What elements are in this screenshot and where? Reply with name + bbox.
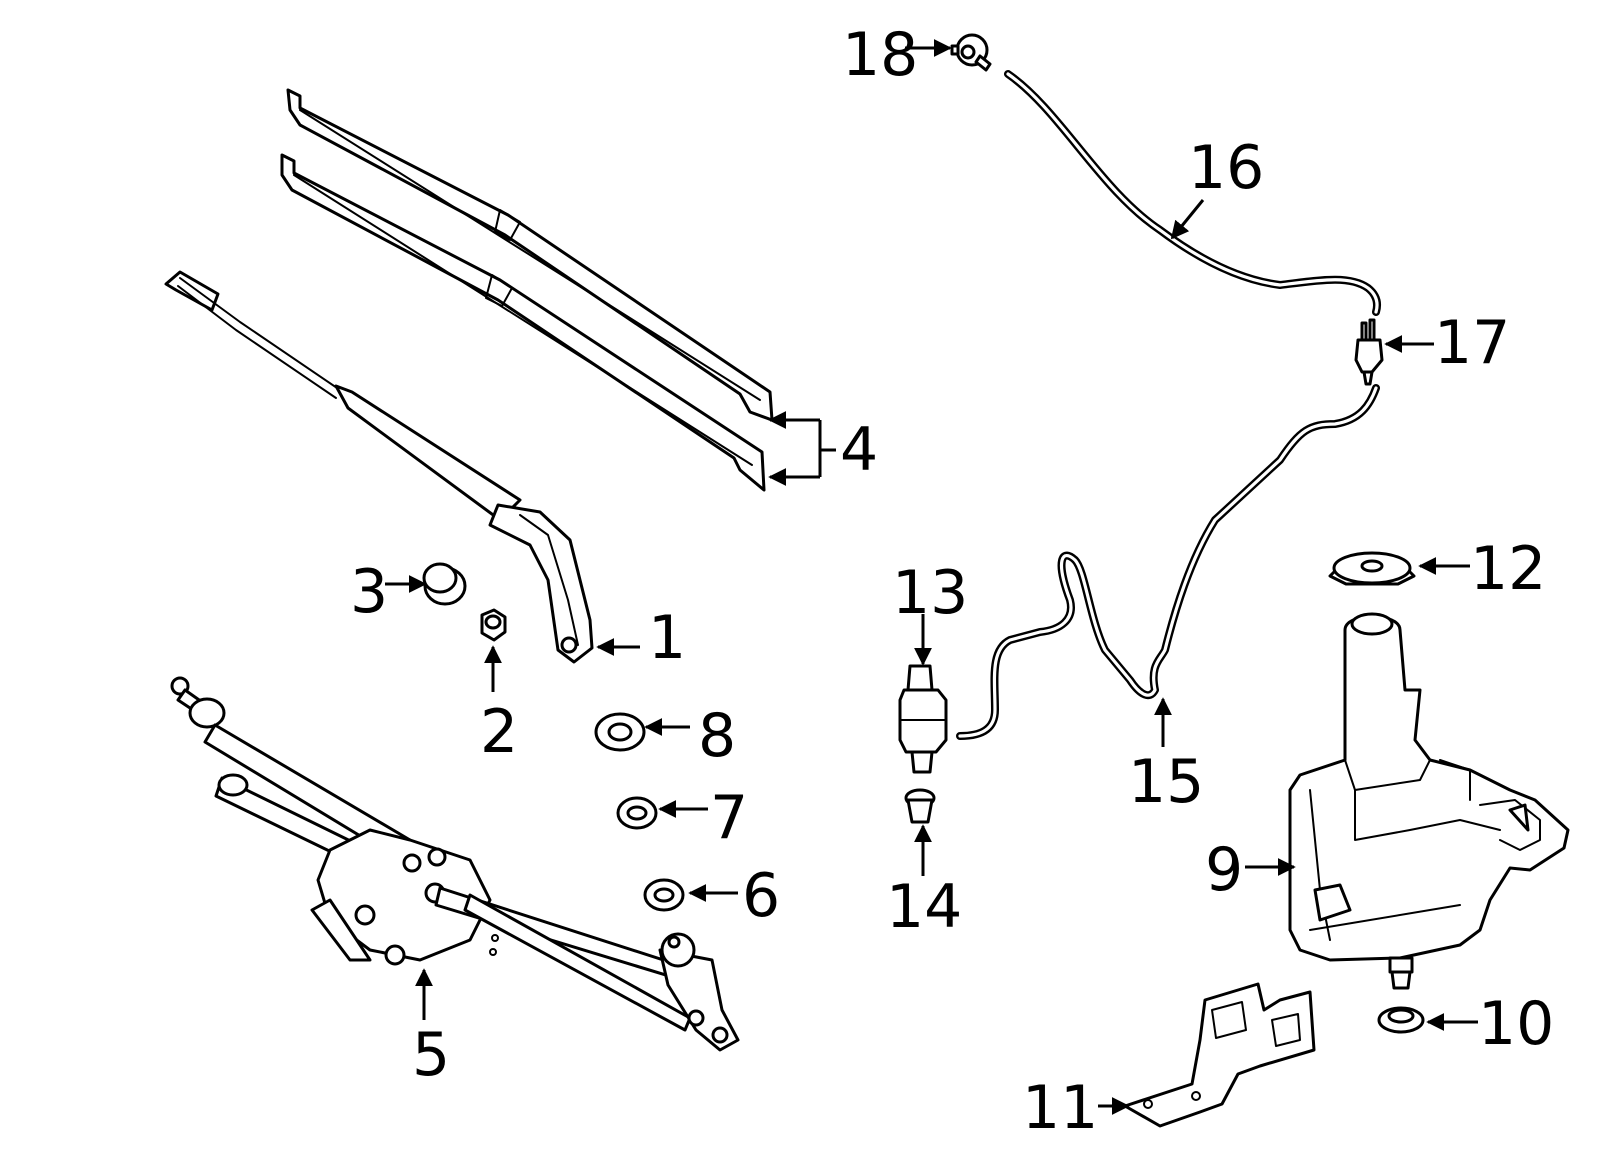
callout-4: 4 [840, 415, 878, 485]
leader-4-bracket [800, 418, 836, 479]
pump-grommet [904, 788, 936, 824]
callout-6: 6 [742, 861, 780, 931]
wiper-linkage-motor [170, 676, 740, 1052]
callout-18: 18 [842, 20, 918, 90]
wiper-blade-upper [286, 88, 774, 422]
washer-nozzle [950, 33, 992, 72]
washer-hose-upper [1004, 70, 1381, 316]
callout-3: 3 [350, 557, 388, 627]
callout-9: 9 [1205, 835, 1243, 905]
callout-2: 2 [480, 697, 518, 767]
grommet-8 [594, 712, 646, 752]
check-valve [1354, 318, 1384, 386]
callout-12: 12 [1470, 534, 1546, 604]
callout-5: 5 [412, 1020, 450, 1090]
washer-reservoir [1288, 612, 1570, 990]
callout-1: 1 [648, 603, 686, 673]
reservoir-cap [1328, 551, 1416, 586]
callout-15: 15 [1128, 747, 1204, 817]
wiper-arm [164, 270, 594, 664]
callout-labels: 1 2 3 4 5 6 7 8 9 10 11 12 13 14 15 16 1… [350, 20, 1554, 1143]
arm-cap [422, 562, 467, 606]
callout-16: 16 [1188, 133, 1264, 203]
reservoir-grommet [1377, 1006, 1425, 1034]
callout-8: 8 [698, 701, 736, 771]
leader-lines [385, 39, 1478, 1115]
callout-17: 17 [1434, 308, 1510, 378]
callout-13: 13 [892, 558, 968, 628]
arm-nut [480, 608, 507, 642]
grommet-6 [643, 878, 685, 912]
leader-16 [1170, 199, 1205, 240]
grommet-7 [616, 796, 658, 830]
callout-10: 10 [1478, 989, 1554, 1059]
callout-14: 14 [886, 872, 962, 942]
reservoir-bracket [1123, 982, 1316, 1128]
callout-7: 7 [710, 783, 748, 853]
wiper-blade-lower [280, 153, 766, 492]
washer-pump [898, 664, 948, 774]
callout-11: 11 [1022, 1073, 1098, 1143]
washer-hose-lower [956, 384, 1380, 740]
